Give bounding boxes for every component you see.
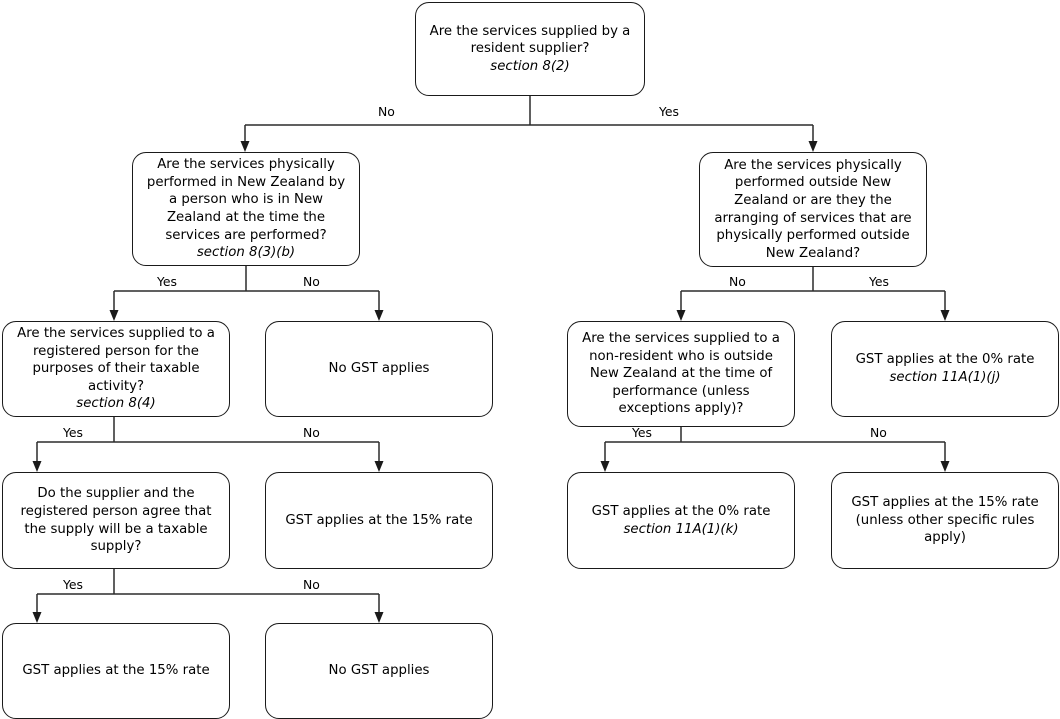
node-left-physical[interactable]: Are the services physically performed in… [132,152,360,266]
edge-label-leftphys-yes: Yes [157,274,178,289]
arrow-rightphys-no [676,310,686,321]
arrow-leftagree-no [374,612,384,623]
node-left-no-gst-1-text: No GST applies [328,361,430,377]
arrow-leftagree-yes [32,612,42,623]
node-left-agree-question: Do the supplier and the registered perso… [20,486,212,555]
node-left-registered-question: Are the services supplied to a registere… [17,326,215,394]
arrow-rightphys-yes [940,310,950,321]
node-left-registered-text: Are the services supplied to a registere… [11,325,221,413]
node-right-nonresident-question: Are the services supplied to a non-resid… [582,331,780,417]
edge-label-root-no: No [378,104,395,119]
node-left-fifteen-2-text: GST applies at the 15% rate [22,663,210,679]
edge-label-leftreg-no: No [303,425,320,440]
node-left-fifteen-1-text: GST applies at the 15% rate [285,512,473,528]
node-right-nonresident-text: Are the services supplied to a non-resid… [576,330,786,418]
node-left-agree-text: Do the supplier and the registered perso… [11,485,221,555]
node-right-physical-text: Are the services physically performed ou… [708,157,918,263]
node-left-no-gst-2[interactable]: No GST applies [265,623,493,719]
node-left-no-gst-1[interactable]: No GST applies [265,321,493,417]
node-left-physical-section: section 8(3)(b) [196,245,296,261]
arrow-leftphys-yes [109,310,119,321]
arrow-rightnr-no [940,461,950,472]
arrow-leftreg-yes [32,461,42,472]
edge-label-leftreg-yes: Yes [63,425,84,440]
node-right-fifteen[interactable]: GST applies at the 15% rate (unless othe… [831,472,1059,569]
arrow-rightnr-yes [600,461,610,472]
node-left-fifteen-2[interactable]: GST applies at the 15% rate [2,623,230,719]
node-left-registered[interactable]: Are the services supplied to a registere… [2,321,230,417]
node-left-physical-text: Are the services physically performed in… [141,156,351,262]
node-right-zero-rate-k-label: GST applies at the 0% rate [591,503,771,519]
node-right-physical-question: Are the services physically performed ou… [714,157,912,261]
node-right-fifteen-text: GST applies at the 15% rate (unless othe… [851,495,1039,546]
node-root-section: section 8(2) [490,58,570,74]
node-left-physical-question: Are the services physically performed in… [146,157,346,243]
node-left-agree[interactable]: Do the supplier and the registered perso… [2,472,230,569]
node-right-zero-rate-j-text: GST applies at the 0% rate section 11A(1… [840,351,1050,386]
node-root-question: Are the services supplied by a resident … [429,23,631,57]
node-right-nonresident[interactable]: Are the services supplied to a non-resid… [567,321,795,427]
edge-label-rightphys-no: No [729,274,746,289]
arrow-root-to-right [808,141,818,152]
node-right-zero-rate-k-section: section 11A(1)(k) [623,521,739,537]
node-left-registered-section: section 8(4) [76,396,156,412]
node-right-zero-rate-k[interactable]: GST applies at the 0% rate section 11A(1… [567,472,795,569]
edge-label-root-yes: Yes [659,104,680,119]
node-root[interactable]: Are the services supplied by a resident … [415,2,645,96]
node-root-text: Are the services supplied by a resident … [424,23,636,76]
node-left-no-gst-2-text: No GST applies [328,663,430,679]
edge-label-rightphys-yes: Yes [869,274,890,289]
node-right-zero-rate-j-label: GST applies at the 0% rate [855,352,1035,368]
node-right-zero-rate-j-section: section 11A(1)(j) [889,370,1001,385]
node-right-physical[interactable]: Are the services physically performed ou… [699,152,927,267]
node-right-zero-rate-j[interactable]: GST applies at the 0% rate section 11A(1… [831,321,1059,417]
edge-label-rightnr-yes: Yes [632,425,653,440]
edge-label-rightnr-no: No [870,425,887,440]
edge-label-leftagree-yes: Yes [63,577,84,592]
arrow-leftphys-no [374,310,384,321]
edge-label-leftphys-no: No [303,274,320,289]
edge-label-leftagree-no: No [303,577,320,592]
node-right-zero-rate-k-text: GST applies at the 0% rate section 11A(1… [576,503,786,538]
arrow-leftreg-no [374,461,384,472]
arrow-root-to-left [240,141,250,152]
node-left-fifteen-1[interactable]: GST applies at the 15% rate [265,472,493,569]
